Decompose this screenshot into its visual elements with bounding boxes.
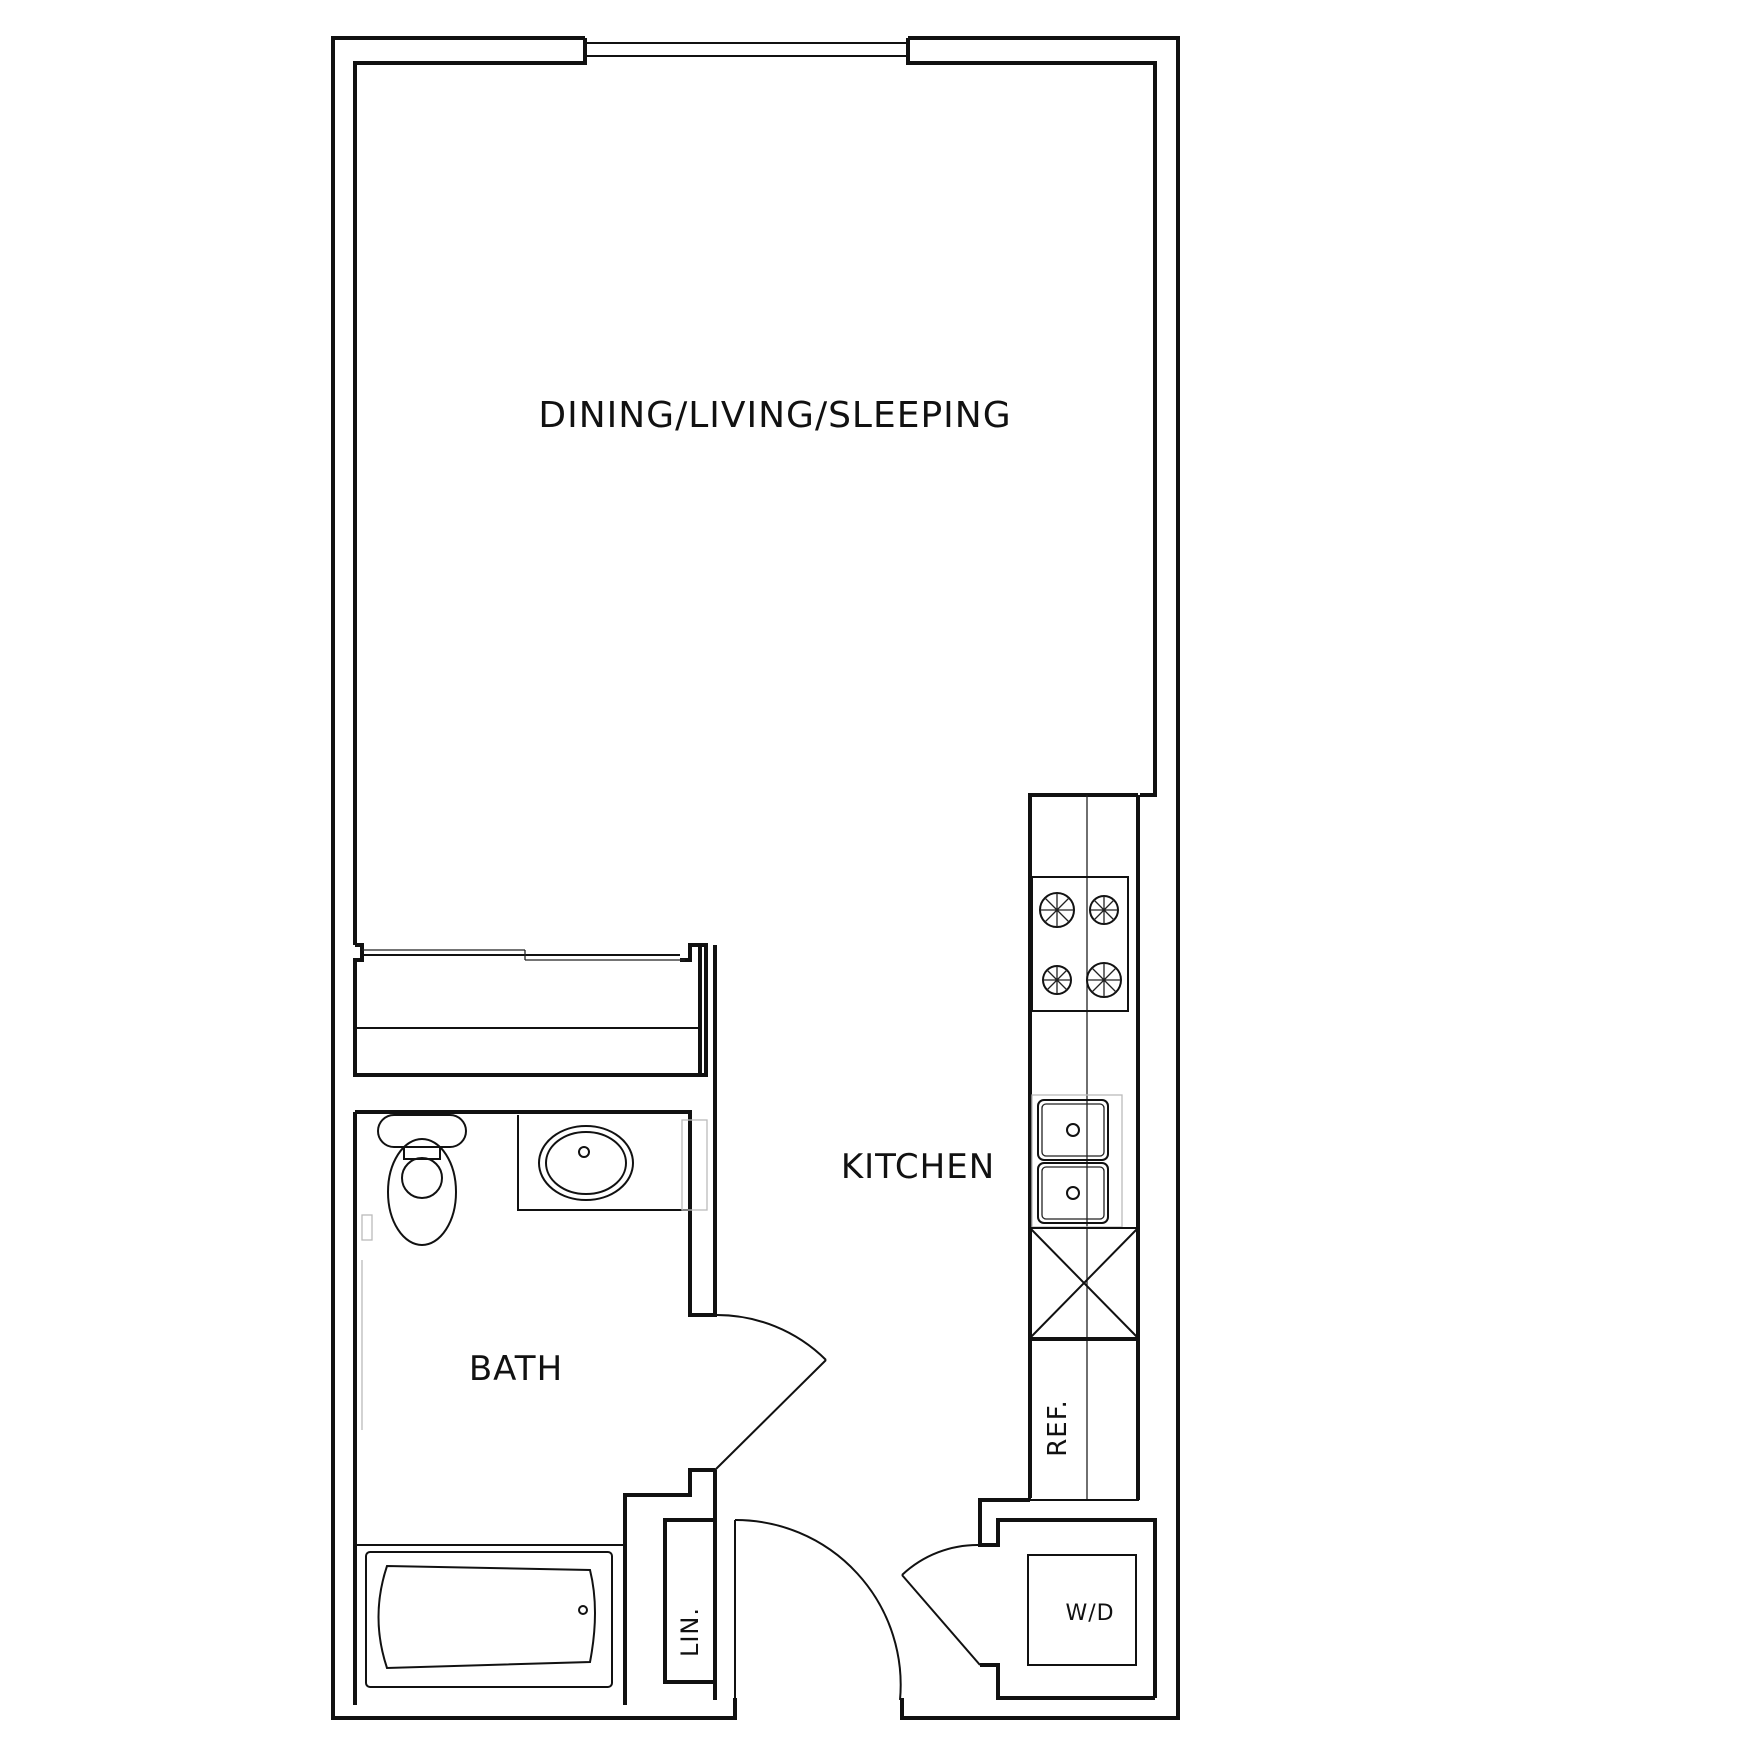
fixture-label-washer-dryer: W/D <box>1065 1601 1114 1626</box>
entry-door[interactable] <box>734 1518 902 1718</box>
cooktop <box>1031 876 1129 1012</box>
burner-3 <box>1042 965 1072 995</box>
refrigerator <box>1029 1339 1139 1501</box>
closet <box>353 943 708 1077</box>
toilet <box>361 1114 467 1430</box>
fixture-label-ref: REF. <box>1043 1399 1073 1457</box>
burner-2 <box>1089 895 1119 925</box>
laundry-door[interactable] <box>901 1543 981 1666</box>
fixture-label-linen: LIN. <box>676 1607 704 1657</box>
dishwasher <box>1029 1227 1139 1339</box>
kitchen-sink <box>1031 1094 1123 1228</box>
burner-4 <box>1086 962 1122 998</box>
laundry-closet <box>978 1498 1157 1700</box>
room-label-living: DINING/LIVING/SLEEPING <box>538 395 1011 436</box>
bathtub <box>365 1551 613 1688</box>
burner-1 <box>1039 892 1075 928</box>
linen-closet <box>663 1518 717 1684</box>
vanity-sink <box>517 1115 708 1211</box>
top-window <box>585 42 908 57</box>
bath-walls <box>353 945 717 1705</box>
room-label-kitchen: KITCHEN <box>841 1147 995 1187</box>
room-label-bath: BATH <box>469 1349 563 1389</box>
bath-door[interactable] <box>714 1313 827 1471</box>
